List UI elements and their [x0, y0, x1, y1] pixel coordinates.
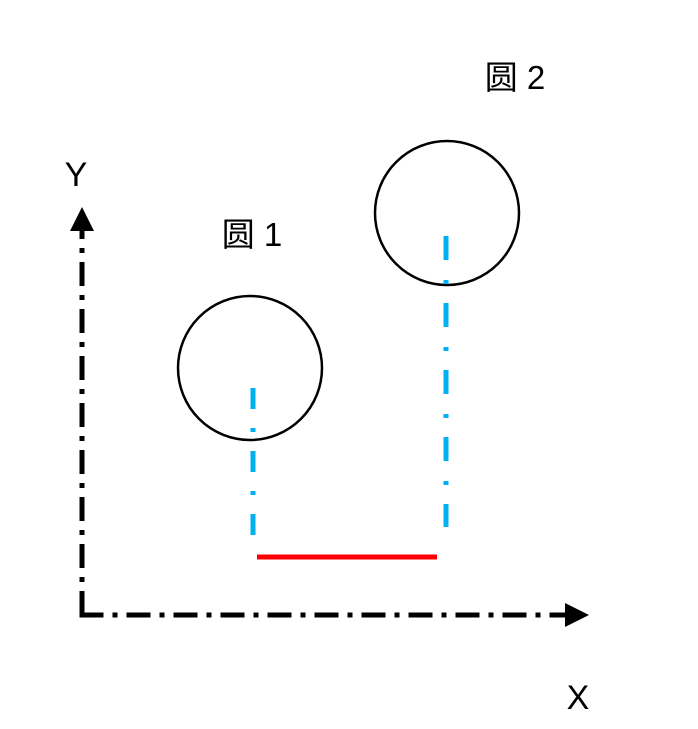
x-axis-label: X	[567, 679, 590, 717]
circle-2-group: 圆 2	[373, 59, 546, 287]
y-axis-label: Y	[65, 156, 88, 194]
arrow-right-icon	[565, 603, 589, 627]
arrow-up-icon	[70, 207, 94, 231]
circle-1-label: 圆 1	[222, 216, 283, 253]
coordinate-axes: Y X	[65, 156, 590, 717]
circle-1	[176, 294, 324, 442]
circle-2	[373, 139, 521, 287]
circle-2-label: 圆 2	[485, 59, 546, 96]
circle-1-group: 圆 1	[176, 216, 324, 442]
